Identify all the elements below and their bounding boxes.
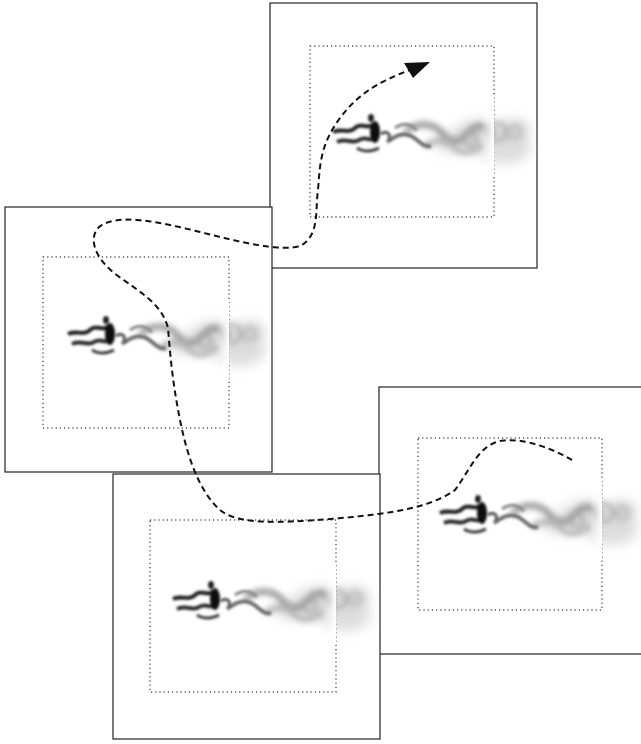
panel-2-plume-fade bbox=[216, 300, 229, 380]
panel-1 bbox=[269, 2, 538, 269]
panel-3-plume-fade bbox=[323, 565, 336, 645]
panel-3 bbox=[112, 473, 381, 740]
trajectory-path bbox=[92, 69, 573, 523]
panel-2-window bbox=[42, 256, 230, 429]
trajectory-arrowhead bbox=[404, 62, 430, 78]
panel-4 bbox=[378, 386, 641, 655]
panel-1-plume-fade bbox=[480, 95, 494, 175]
panel-4-plume-fade bbox=[589, 480, 602, 560]
panel-2 bbox=[4, 206, 273, 473]
